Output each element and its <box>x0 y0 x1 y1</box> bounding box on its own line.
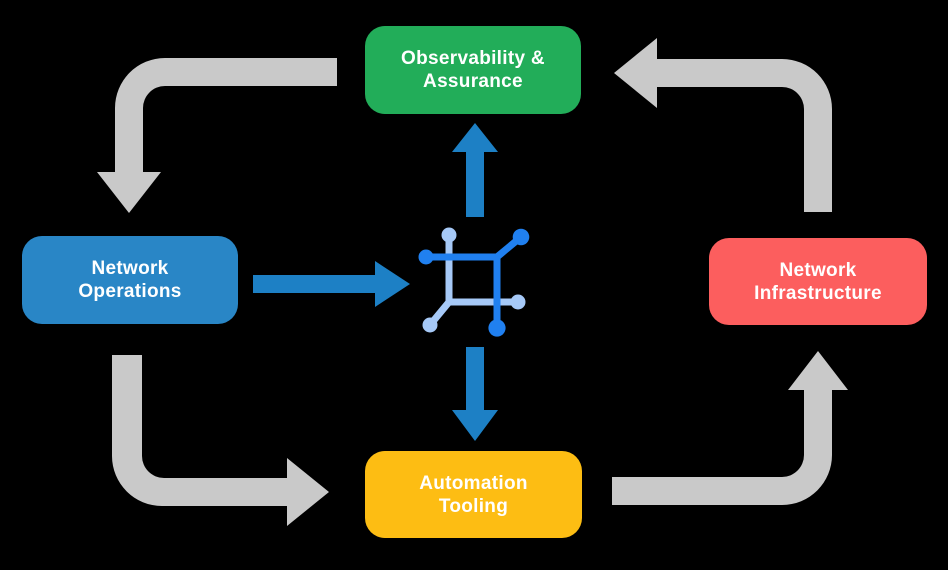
node-network-operations: Network Operations <box>22 236 238 324</box>
node-operations-label: Network Operations <box>78 258 182 302</box>
arrow-core-to-automation <box>452 347 498 441</box>
arrow-infrastructure-to-observability <box>614 38 832 212</box>
arrow-automation-to-infrastructure <box>612 351 848 505</box>
node-observability-label: Observability & Assurance <box>401 48 545 92</box>
network-core-icon-dark-nodes <box>418 228 530 337</box>
node-automation-tooling: Automation Tooling <box>365 451 582 538</box>
node-automation-label: Automation Tooling <box>419 472 528 517</box>
arrow-core-to-observability <box>452 123 498 217</box>
arrow-observability-to-operations <box>97 58 337 213</box>
node-infrastructure-label: Network Infrastructure <box>754 259 882 304</box>
network-core-icon <box>418 227 530 337</box>
node-network-infrastructure: Network Infrastructure <box>709 238 927 325</box>
network-core-icon-light-nodes <box>422 227 526 333</box>
node-observability-assurance: Observability & Assurance <box>365 26 581 114</box>
arrow-operations-to-automation <box>112 355 329 526</box>
arrow-operations-to-core <box>253 261 410 307</box>
